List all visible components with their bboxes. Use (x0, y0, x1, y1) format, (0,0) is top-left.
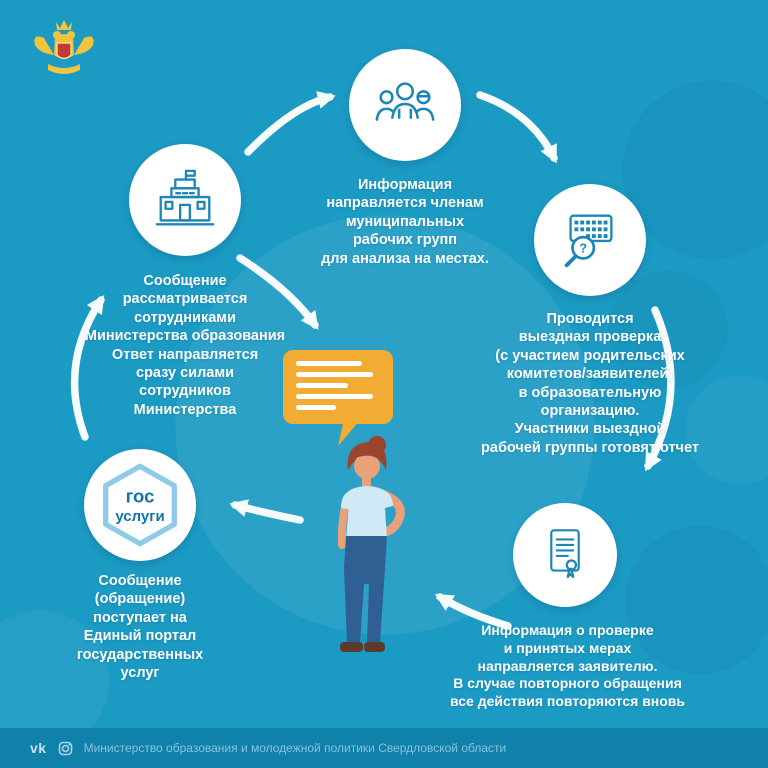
inspection-magnifier-icon: ? (564, 214, 613, 268)
working-groups-node (349, 49, 461, 161)
step-inspection-text: Проводится выездная проверка (с участием… (481, 311, 699, 456)
school-building-icon (155, 169, 215, 226)
certificate-document-icon (550, 529, 580, 579)
footer-text: Министерство образования и молодежной по… (83, 741, 507, 755)
arrow-groups-to-inspection (476, 91, 558, 164)
gosuslugi-logo: гос услуги (103, 463, 177, 547)
speech-bubble-icon (283, 350, 393, 424)
bubble-text-line (296, 372, 374, 377)
report-node (513, 503, 617, 607)
gosuslugi-logo-line1: гос (126, 485, 155, 506)
ministry-building-node (129, 144, 241, 256)
arrow-ministry-to-groups (244, 91, 336, 156)
step-report-text: Информация о проверке и принятых мерах н… (449, 622, 686, 710)
gosuslugi-logo-line2: услуги (115, 508, 164, 525)
woman-illustration (337, 436, 405, 652)
people-group-icon (375, 82, 435, 121)
inspection-node: ? (534, 184, 646, 296)
bubble-text-line (296, 405, 337, 410)
instagram-icon (58, 741, 72, 755)
step-portal-text: Сообщение (обращение) поступает на Едины… (76, 573, 204, 682)
bubble-text-line (296, 394, 374, 399)
footer-bar: vk Министерство образования и молодежной… (0, 728, 768, 768)
question-mark-glyph: ? (579, 242, 587, 256)
gosuslugi-node: гос услуги (84, 449, 196, 561)
vk-icon: vk (30, 740, 47, 756)
step-working-groups-text: Информация направляется членам муниципал… (321, 177, 489, 267)
step-ministry-review-text: Сообщение рассматривается сотрудниками М… (84, 273, 286, 418)
bubble-text-line (296, 383, 349, 388)
coat-of-arms-icon (34, 20, 94, 74)
bubble-text-line (296, 361, 362, 366)
